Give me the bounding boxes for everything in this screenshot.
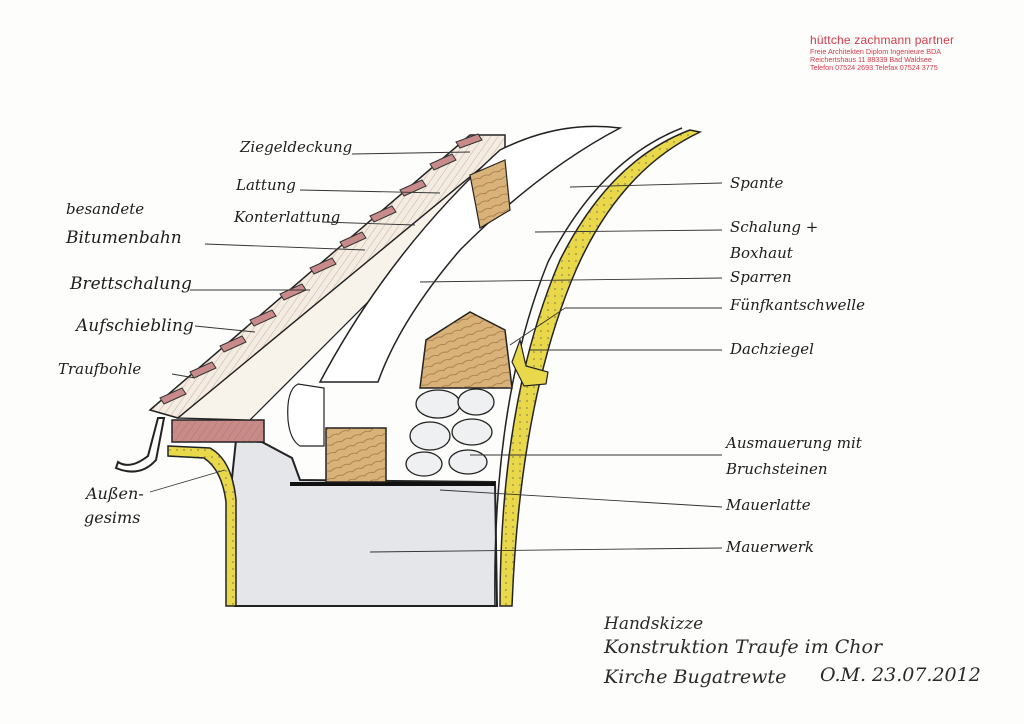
label-schalung-line1: Schalung +: [730, 218, 819, 236]
label-schalung-line2: Boxhaut: [730, 244, 793, 262]
label-aussengesims-line2: gesims: [84, 508, 141, 527]
stamp-line-2: Reichertshaus 11 88339 Bad Waldsee: [810, 55, 932, 65]
label-ausmauerung-line1: Ausmauerung mit: [726, 434, 862, 452]
roof-tile-detail: [511, 337, 549, 387]
label-konterlattung: Konterlattung: [234, 208, 341, 226]
rubble-stones: [405, 388, 495, 477]
stamp-line-1: Freie Architekten Diplom Ingenieure BDA: [810, 46, 942, 56]
curved-rafter: [318, 125, 623, 383]
firm-name: hüttche zachmann partner: [810, 33, 955, 47]
label-mauerwerk: Mauerwerk: [726, 538, 814, 556]
note-line-1: Handskizze: [604, 614, 704, 634]
label-aussengesims-line1: Außen-: [86, 484, 144, 503]
roof-tiles: [159, 133, 483, 405]
stamp-line-3: Telefon 07524 2693 Telefax 07524 3775: [810, 63, 938, 73]
label-ausmauerung-line2: Bruchsteinen: [726, 460, 828, 478]
inner-plate: [287, 383, 325, 447]
outer-cornice-dots: [168, 446, 236, 606]
label-aufschiebling: Aufschiebling: [76, 316, 194, 336]
label-mauerlatte: Mauerlatte: [726, 496, 811, 514]
label-ziegeldeckung: Ziegeldeckung: [240, 138, 353, 156]
note-line-2: Konstruktion Traufe im Chor: [604, 636, 883, 658]
label-lattung: Lattung: [236, 176, 296, 194]
leader-lines: [149, 151, 723, 553]
label-brettschalung: Brettschalung: [70, 274, 192, 294]
label-sparren: Sparren: [730, 268, 792, 286]
label-bitumen-line2: Bitumenbahn: [66, 228, 182, 248]
label-dachziegel: Dachziegel: [730, 340, 814, 358]
label-traufbohle: Traufbohle: [58, 360, 142, 378]
note-line-3: Kirche Bugatrewte: [604, 666, 787, 688]
label-spante: Spante: [730, 174, 784, 192]
company-stamp: hüttche zachmann partner Freie Architekt…: [810, 33, 1010, 73]
label-bitumen-line1: besandete: [66, 200, 145, 218]
label-fuenfkantschwelle: Fünfkantschwelle: [730, 296, 865, 314]
note-signature-date: O.M. 23.07.2012: [820, 664, 981, 686]
gutter: [114, 417, 166, 473]
arch-inner-line: [494, 127, 683, 607]
